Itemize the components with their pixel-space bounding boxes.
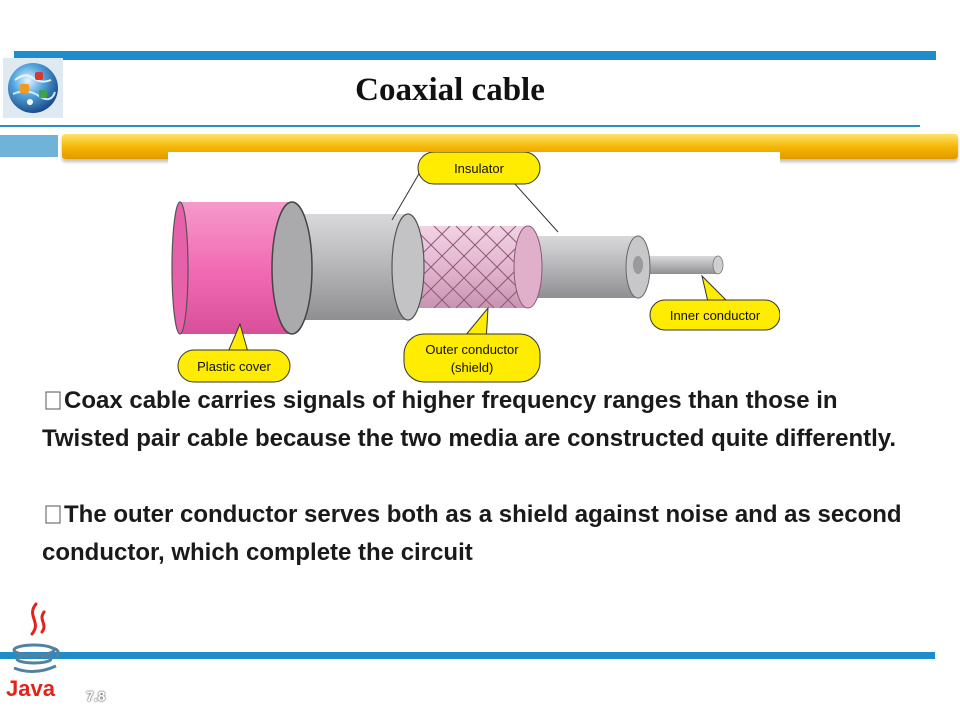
label-outer-conductor: Outer conductor xyxy=(425,342,519,357)
top-rule xyxy=(14,51,936,60)
paragraph-outer-conductor: The outer conductor serves both as a shi… xyxy=(42,496,912,572)
bottom-rule xyxy=(0,652,935,659)
paragraph-2-text: The outer conductor serves both as a shi… xyxy=(42,501,902,566)
java-wordmark: Java xyxy=(6,676,56,701)
label-insulator: Insulator xyxy=(454,161,505,176)
braided-shield xyxy=(408,226,528,308)
callout-insulator xyxy=(417,152,541,185)
callout-plastic-cover xyxy=(177,349,291,383)
inner-insulator xyxy=(528,236,638,298)
inner-conductor-wire xyxy=(638,256,718,274)
bullet-box-icon xyxy=(45,391,61,410)
coaxial-cable-diagram: Insulator Inner conductor Plastic cover … xyxy=(168,152,780,388)
slide-title: Coaxial cable xyxy=(355,72,545,108)
java-logo-icon: Java xyxy=(6,602,60,701)
paragraph-coax-frequency: Coax cable carries signals of higher fre… xyxy=(42,382,912,458)
label-outer-conductor-shield: (shield) xyxy=(451,360,494,375)
bullet-box-icon xyxy=(45,505,61,524)
body-text: Coax cable carries signals of higher fre… xyxy=(42,382,912,572)
callout-outer-conductor xyxy=(403,333,541,383)
slide-number: 7.8 xyxy=(86,688,106,704)
label-plastic-cover: Plastic cover xyxy=(197,359,271,374)
globe-logo-icon xyxy=(3,58,63,118)
label-inner-conductor: Inner conductor xyxy=(670,308,761,323)
callout-inner-conductor xyxy=(649,299,780,331)
paragraph-1-text: Coax cable carries signals of higher fre… xyxy=(42,387,896,452)
side-accent-block xyxy=(0,135,58,157)
title-underline xyxy=(0,125,920,127)
